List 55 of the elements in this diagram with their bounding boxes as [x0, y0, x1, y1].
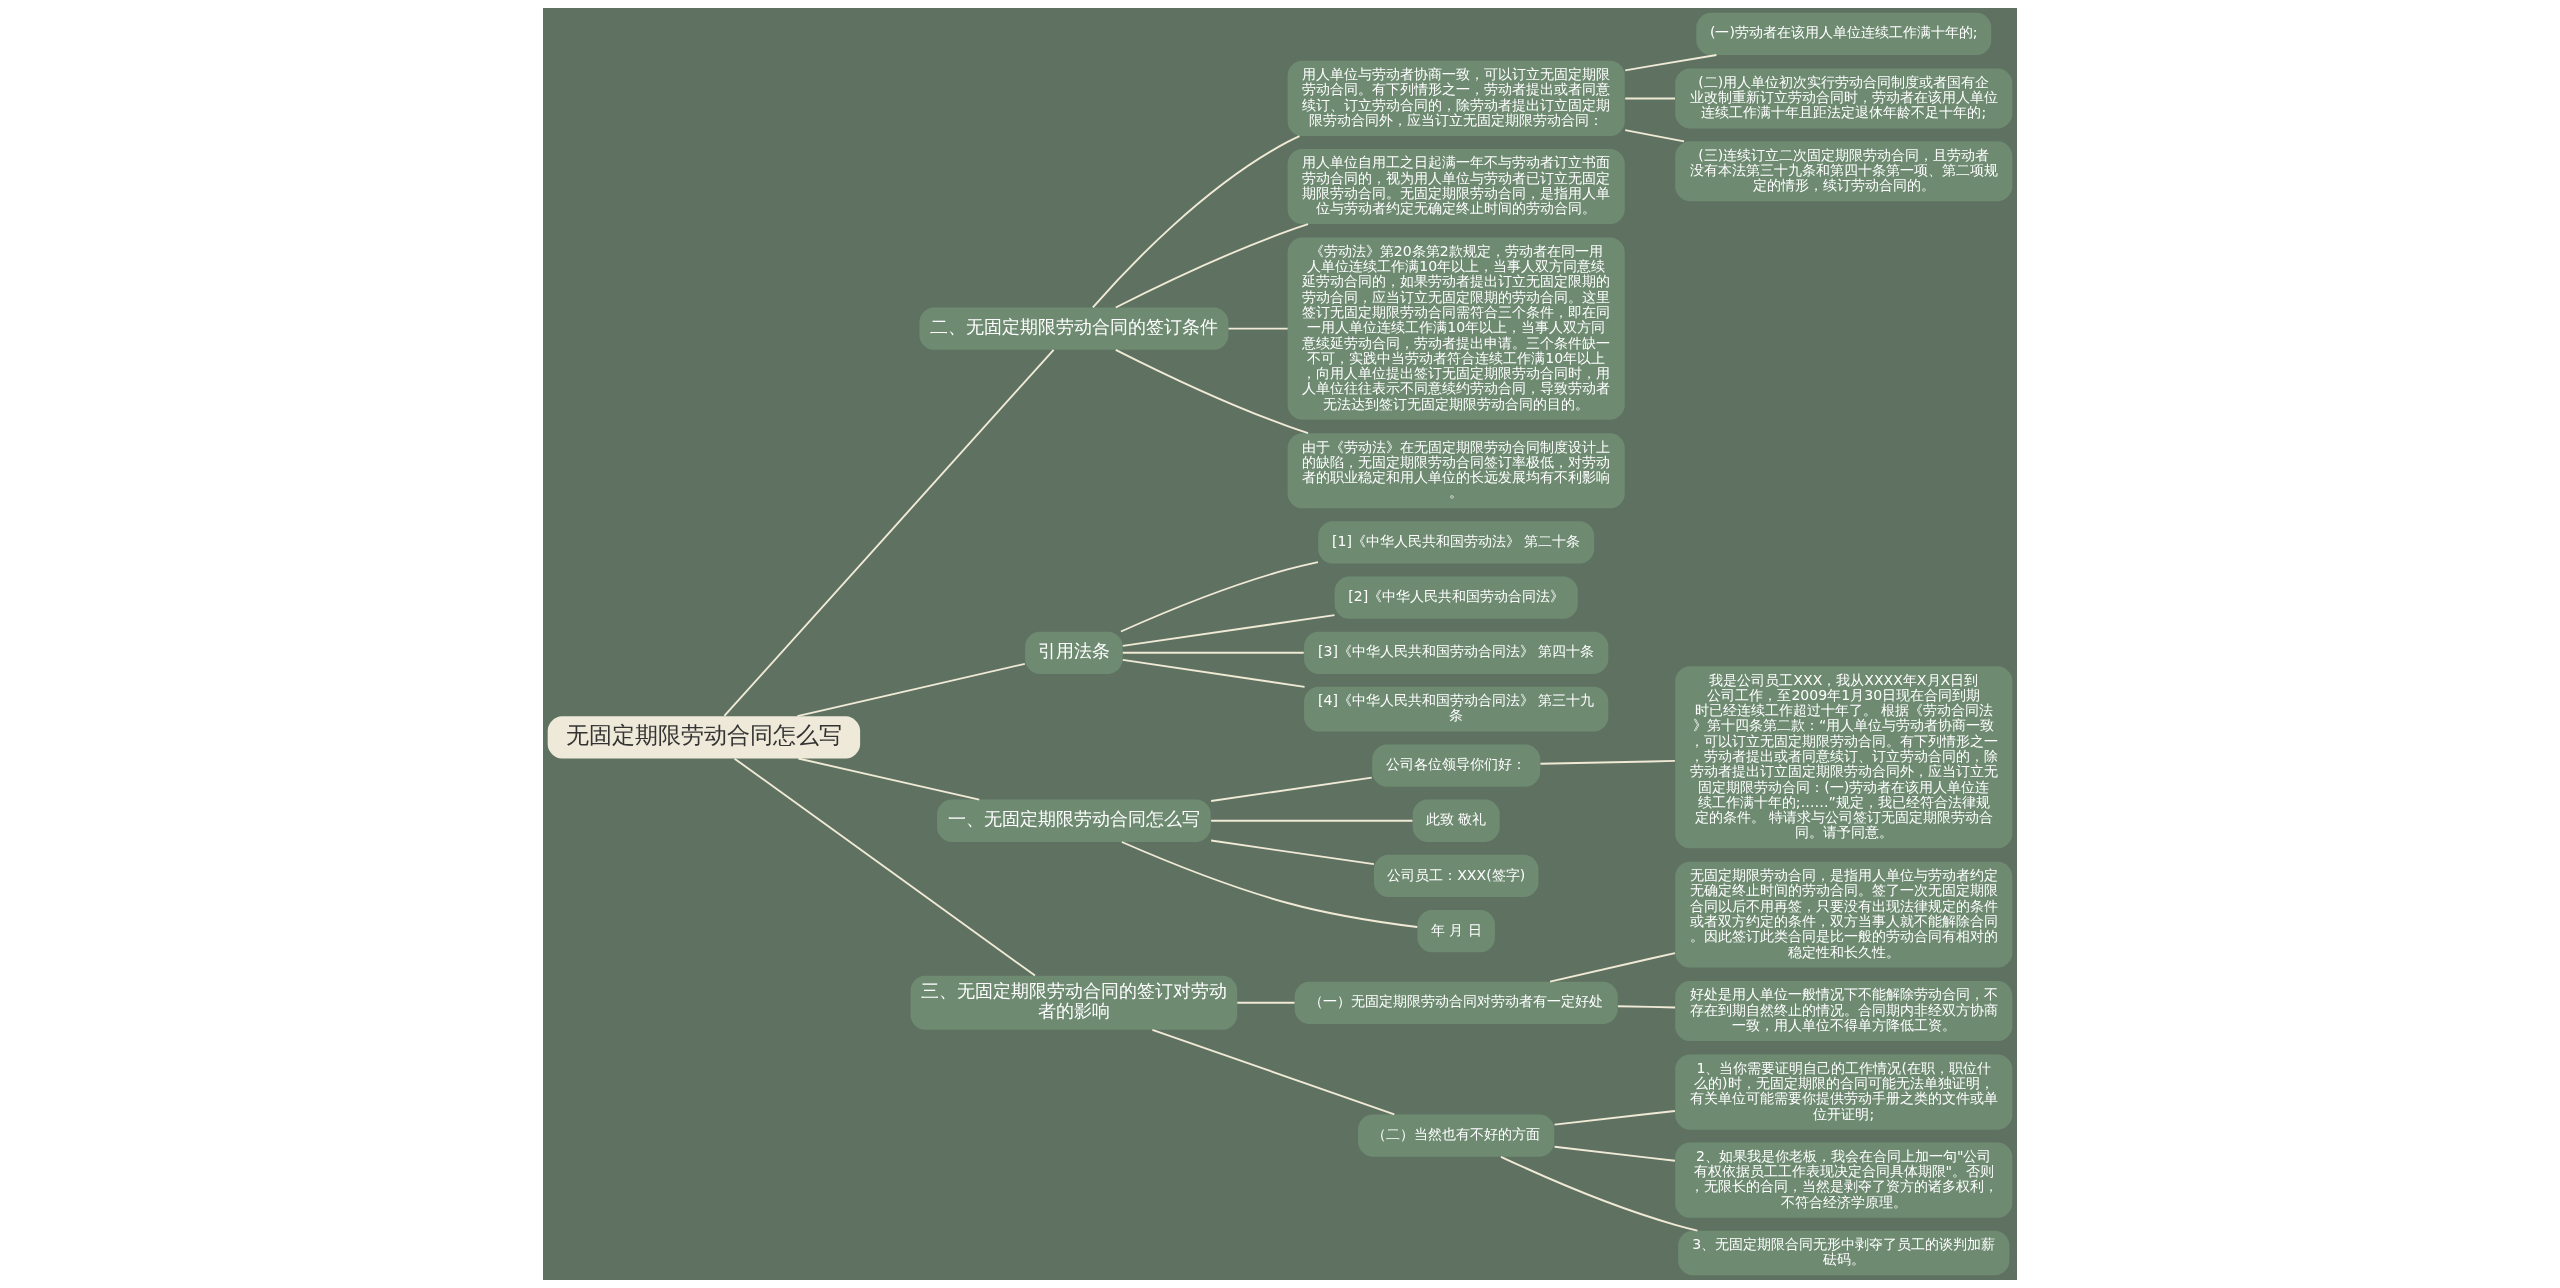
connector — [1151, 1028, 1396, 1116]
node-box: 1、当你需要证明自己的工作情况(在职，职位什么的)时，无固定期限的合同可能无法单独证明，有关单位可能需要你提供劳动手册之类的文件或单位开证明; — [1675, 1054, 2013, 1130]
node-box: (三)连续订立二次固定期限劳动合同，且劳动者没有本法第三十九条和第四十条第一项、第二项规定的情形，续订劳动合同的。 — [1675, 141, 2013, 202]
node-box: 用人单位与劳动者协商一致，可以订立无固定期限劳动合同。有下列情形之一，劳动者提出或者同意续订、订立劳动合同的，除劳动者提出订立固定期限劳动合同外，应当订立无固定期限劳动合同： — [1287, 60, 1625, 137]
connector — [1121, 658, 1306, 688]
node-box: 一、无固定期限劳动合同怎么写 — [937, 799, 1211, 842]
node-box: 用人单位自用工之日起满一年不与劳动者订立书面劳动合同的，视为用人单位与劳动者已订立无固定期限劳动合同。无固定期限劳动合同，是指用人单位与劳动者约定无确定终止时间的劳动合同。 — [1287, 148, 1625, 225]
node-box: 引用法条 — [1025, 631, 1123, 674]
node-box: 三、无固定期限劳动合同的签订对劳动者的影响 — [910, 975, 1238, 1030]
connector — [1539, 759, 1676, 765]
connector — [1114, 223, 1309, 309]
node-box: 公司员工：XXX(签字) — [1373, 854, 1539, 898]
connector — [1210, 819, 1414, 822]
connector — [1553, 1145, 1676, 1162]
connector — [1114, 348, 1309, 435]
node-box: 公司各位领导你们好： — [1372, 744, 1541, 787]
connector — [1120, 841, 1419, 928]
node-box: 《劳动法》第20条第2款规定，劳动者在同一用人单位连续工作满10年以上，当事人双方同意续延劳动合同的，如果劳动者提出订立无固定限期的劳动合同，应当订立无固定限期的劳动合同。这里签订无固定期限劳动合同需符合三个条件，即在同一用人单位连续工作满10年以上，当事人双方同意续延劳动合同，劳动者提出申请。三个条件缺一不可，实践中当劳动者符合连续工作满10年以上，向用人单位提出签订无固定期限劳动合同时，用人单位往往表示不同意续约劳动合同，导致劳动者无法达到签订无固定期限劳动合同的目的。 — [1287, 237, 1625, 420]
connector — [1624, 129, 1686, 143]
connector — [1121, 614, 1336, 647]
connector — [1617, 1005, 1677, 1009]
connector — [1091, 135, 1301, 309]
connector — [1500, 1155, 1699, 1232]
connector — [733, 757, 1036, 977]
connector — [1121, 651, 1305, 654]
node-box: 我是公司员工XXX，我从XXXX年X月X日到公司工作，至2009年1月30日现在合同到期时已经连续工作超过十年了。 根据《劳动合同法》第十四条第二款：“用人单位与劳动者协商一致，可以订立无固定期限劳动合同。有下列情形之一，劳动者提出或者同意续订、订立劳动合同的，除劳动者提出订立固定期限劳动合同外，应当订立无固定期限劳动合同：(一)劳动者在该用人单位连续工作满十年的;……”规定，我已经符合法律规定的条件。 特请求与公司签订无固定期限劳动合同。请予同意。 — [1675, 666, 2013, 849]
connector — [1227, 327, 1289, 330]
node-box: 由于《劳动法》在无固定期限劳动合同制度设计上的缺陷，无固定期限劳动合同签订率极低，对劳动者的职业稳定和用人单位的长远发展均有不利影响。 — [1287, 433, 1625, 509]
node-box: [4]《中华人民共和国劳动合同法》 第三十九条 — [1304, 686, 1609, 732]
node-box: 2、如果我是你老板，我会在合同上加一句"公司有权依据员工工作表现决定合同具体期限"。否则，无限长的合同，当然是剥夺了资方的诸多权利，不符合经济学原理。 — [1675, 1142, 2013, 1218]
connector — [1549, 952, 1676, 983]
connector — [796, 662, 1026, 718]
node-box: 无固定期限劳动合同，是指用人单位与劳动者约定无确定终止时间的劳动合同。签了一次无固定期限合同以后不用再签，只要没有出现法律规定的条件或者双方约定的条件，双方当事人就不能解除合同。因此签订此类合同是比一般的劳动合同有相对的稳定性和长久性。 — [1675, 861, 2013, 968]
node-box: (一)劳动者在该用人单位连续工作满十年的; — [1696, 12, 1992, 55]
connector — [1236, 1001, 1296, 1004]
node-box: 年 月 日 — [1417, 910, 1495, 953]
node-box: 好处是用人单位一般情况下不能解除劳动合同，不存在到期自然终止的情况。合同期内非经双方协商一致，用人单位不得单方降低工资。 — [1675, 981, 2013, 1041]
connector — [1624, 54, 1718, 72]
node-box: 3、无固定期限合同无形中剥夺了员工的谈判加薪砝码。 — [1678, 1230, 2010, 1276]
node-box: [2]《中华人民共和国劳动合同法》 — [1334, 576, 1578, 619]
connector — [1210, 776, 1373, 802]
node-box: [3]《中华人民共和国劳动合同法》 第四十条 — [1304, 631, 1609, 674]
connector — [1210, 839, 1375, 866]
node-box: 二、无固定期限劳动合同的签订条件 — [919, 307, 1229, 350]
connector — [1553, 1110, 1676, 1126]
node-box: 此致 敬礼 — [1412, 799, 1500, 842]
node-box: （二）当然也有不好的方面 — [1358, 1114, 1555, 1157]
connector — [723, 348, 1055, 717]
connector — [797, 757, 981, 801]
node-box: （一）无固定期限劳动合同对劳动者有一定好处 — [1294, 981, 1618, 1024]
connector — [1120, 561, 1319, 633]
node-box: (二)用人单位初次实行劳动合同制度或者国有企业改制重新订立劳动合同时，劳动者在该用人单位连续工作满十年且距法定退休年龄不足十年的; — [1675, 68, 2013, 129]
node-box: 无固定期限劳动合同怎么写 — [547, 716, 861, 759]
connector — [1624, 97, 1676, 100]
node-box: [1]《中华人民共和国劳动法》 第二十条 — [1318, 521, 1595, 564]
